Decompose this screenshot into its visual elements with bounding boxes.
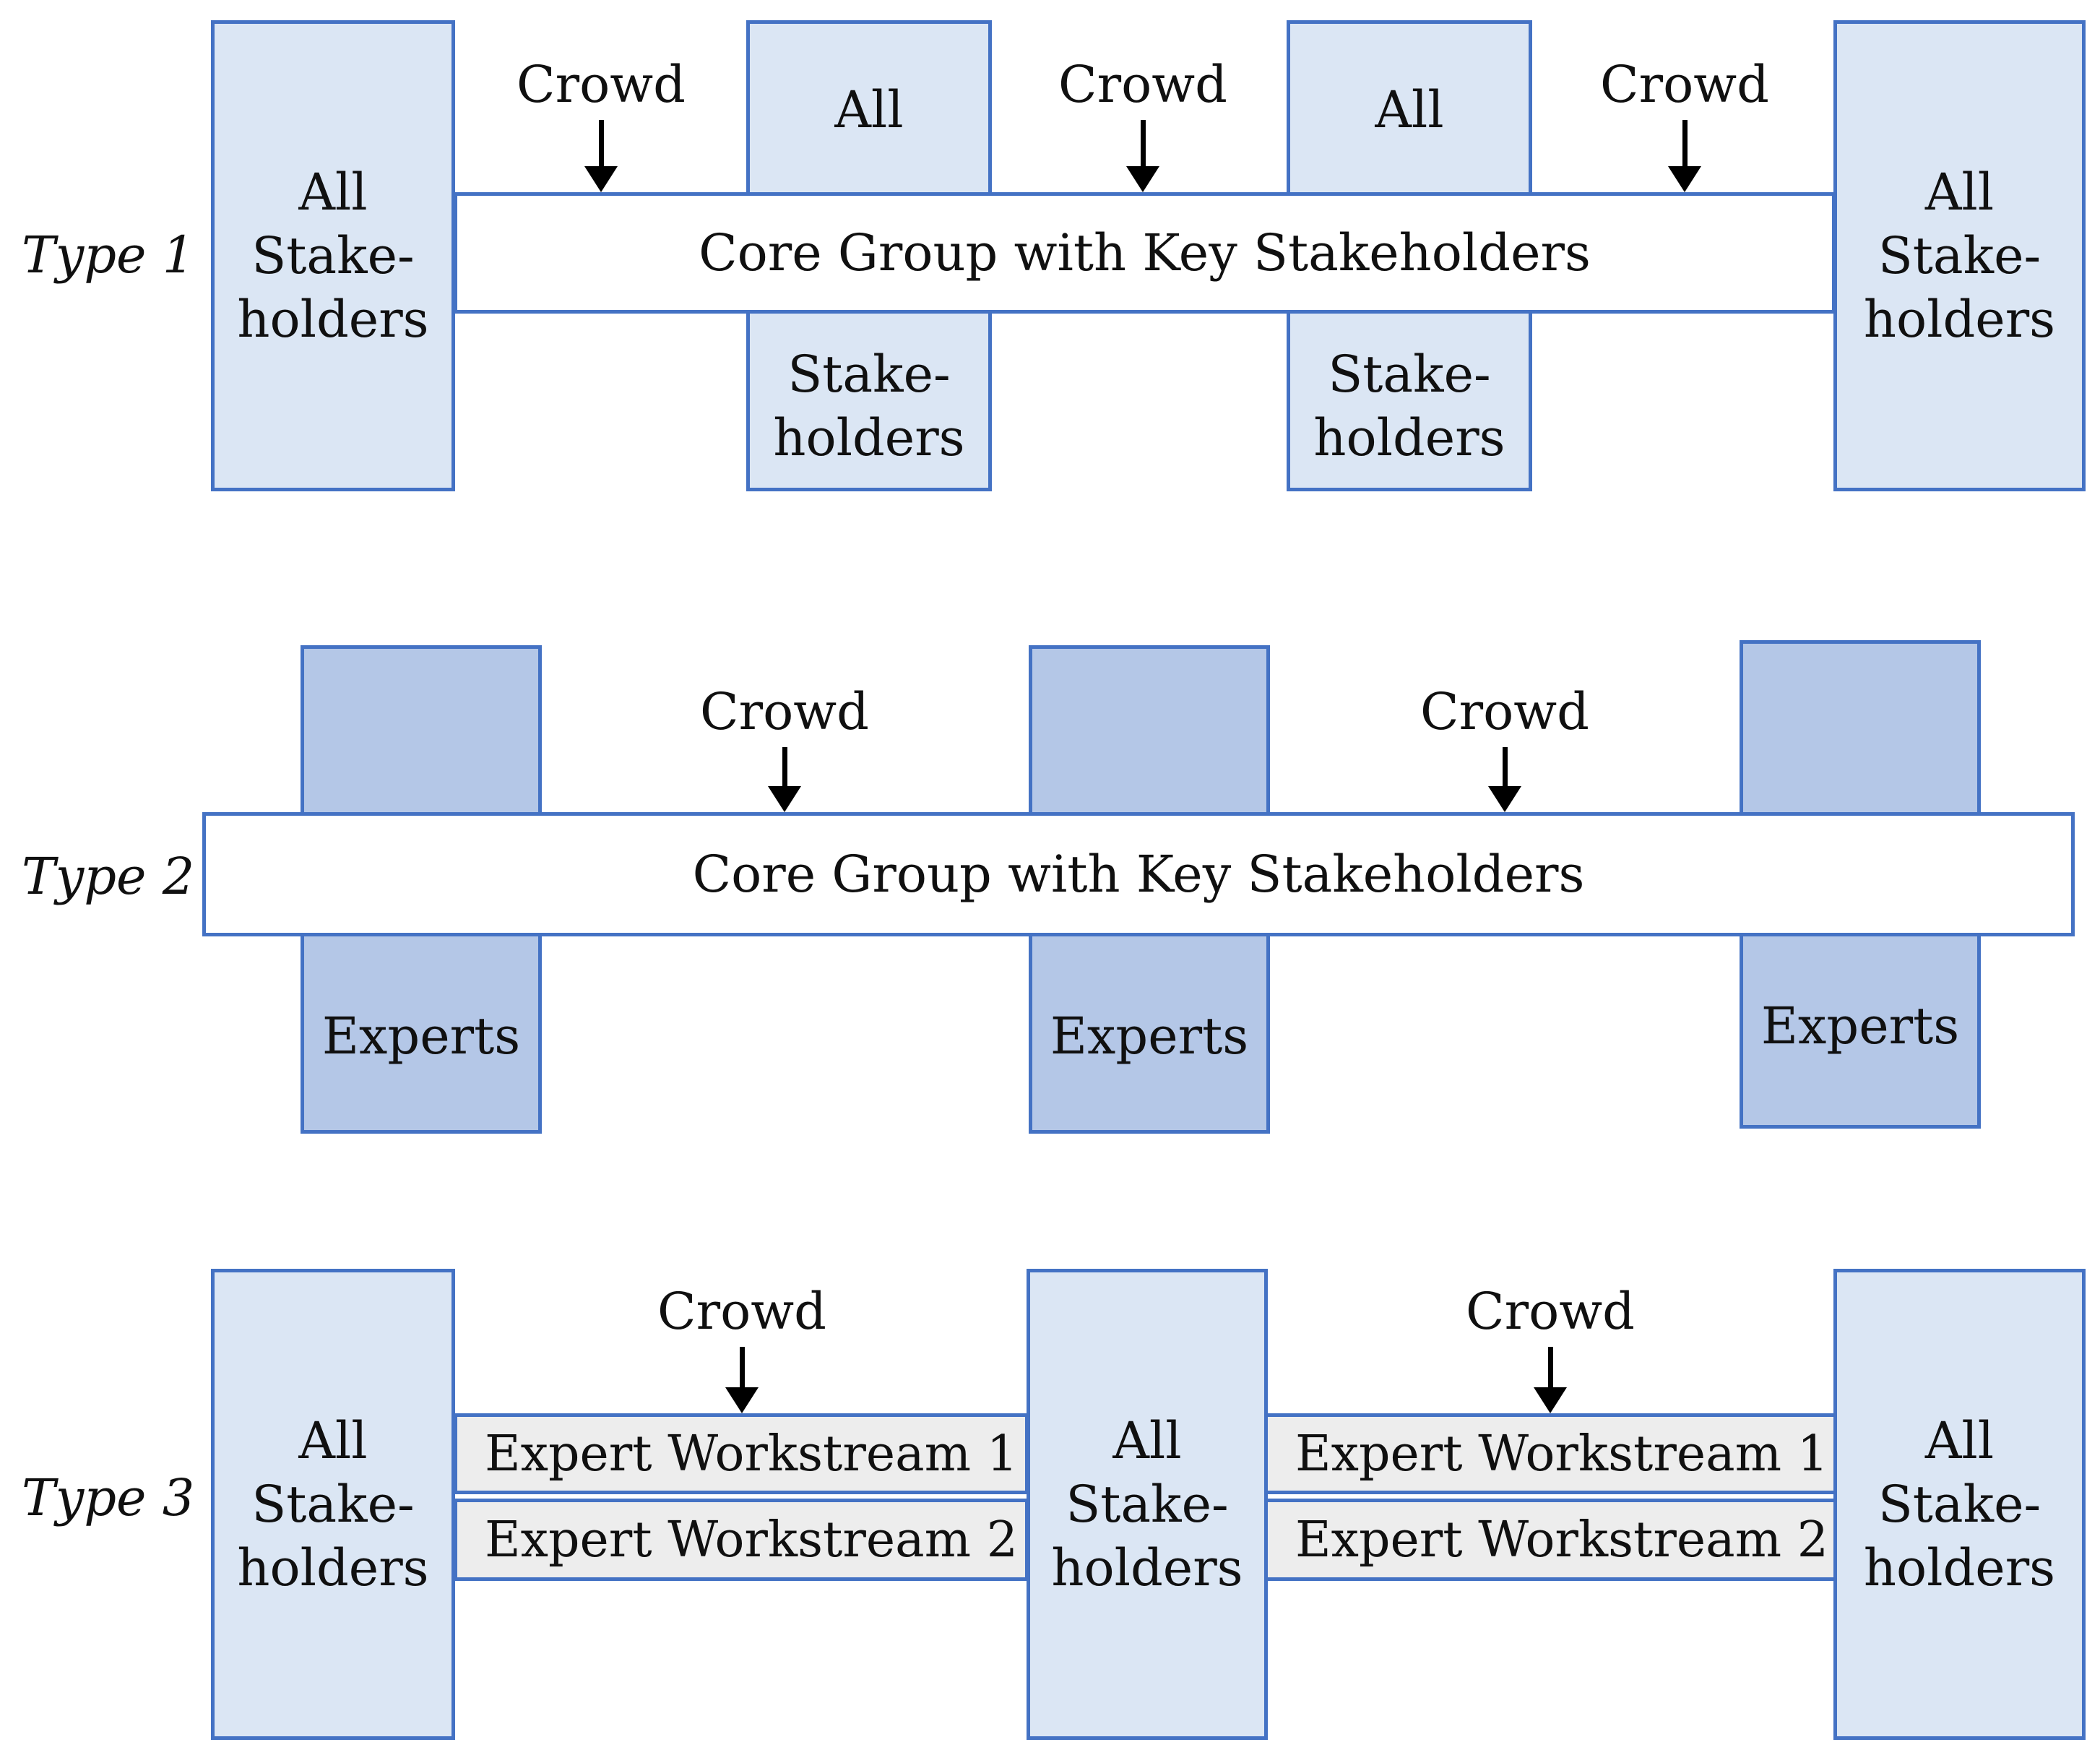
box-label: All Stake- holders xyxy=(215,24,451,488)
type2-core-group-bar: Core Group with Key Stakeholders xyxy=(202,812,2075,936)
down-arrow-icon xyxy=(698,747,871,812)
box-lower-segment: Experts xyxy=(1743,930,1977,1122)
crowd-annotation: Crowd xyxy=(1464,1280,1637,1413)
box-lower-segment: Stake- holders xyxy=(1290,317,1529,495)
crowd-annotation: Crowd xyxy=(514,53,688,192)
down-arrow-icon xyxy=(1056,120,1230,192)
down-arrow-icon xyxy=(655,1347,829,1413)
expert-workstream-2-bar-right: Expert Workstream 2 xyxy=(1264,1499,1837,1581)
box-label-line: All xyxy=(298,163,368,222)
expert-workstream-1-bar-right: Expert Workstream 1 xyxy=(1264,1413,1837,1494)
box-label-line: holders xyxy=(237,1538,429,1598)
crowd-label: Crowd xyxy=(700,682,869,741)
type3-left-all-stakeholders-box: All Stake- holders xyxy=(211,1269,455,1740)
type3-right-all-stakeholders-box: All Stake- holders xyxy=(1833,1269,2086,1740)
box-label: All Stake- holders xyxy=(1837,1272,2082,1736)
crowd-annotation: Crowd xyxy=(1598,53,1771,192)
down-arrow-icon xyxy=(514,120,688,192)
down-arrow-icon xyxy=(1418,747,1591,812)
box-label-line: holders xyxy=(1863,1538,2056,1598)
box-label-line: holders xyxy=(1051,1538,1243,1598)
type3-label: Type 3 xyxy=(22,1468,195,1527)
box-label-line: Stake- xyxy=(251,1475,415,1534)
box-label: All Stake- holders xyxy=(215,1272,451,1736)
crowd-label: Crowd xyxy=(1466,1282,1635,1341)
type3-mid-all-stakeholders-box: All Stake- holders xyxy=(1027,1269,1268,1740)
box-label-line: Stake- xyxy=(1878,226,2041,285)
type1-core-group-bar: Core Group with Key Stakeholders xyxy=(454,192,1836,314)
box-upper-segment: All xyxy=(750,24,988,196)
box-upper-segment: All xyxy=(1290,24,1529,196)
box-label-line: All xyxy=(298,1411,368,1470)
box-label-line: All xyxy=(834,80,904,139)
box-lower-segment: Stake- holders xyxy=(750,317,988,495)
box-label-line: holders xyxy=(773,408,965,467)
box-label-line: Experts xyxy=(1760,996,1960,1056)
crowd-label: Crowd xyxy=(1420,682,1589,741)
box-label-line: All xyxy=(1924,1411,1995,1470)
crowd-annotation: Crowd xyxy=(1418,681,1591,812)
crowd-label: Crowd xyxy=(1058,55,1227,114)
box-label-line: Stake- xyxy=(1328,345,1491,404)
box-label-line: holders xyxy=(1863,290,2056,349)
down-arrow-icon xyxy=(1464,1347,1637,1413)
crowd-annotation: Crowd xyxy=(1056,53,1230,192)
type1-left-all-stakeholders-box: All Stake- holders xyxy=(211,20,455,491)
box-label-line: Stake- xyxy=(251,226,415,285)
crowd-label: Crowd xyxy=(517,55,686,114)
expert-workstream-2-bar-left: Expert Workstream 2 xyxy=(454,1499,1029,1581)
expert-workstream-1-bar-left: Expert Workstream 1 xyxy=(454,1413,1029,1494)
crowd-label: Crowd xyxy=(657,1282,826,1341)
type2-label: Type 2 xyxy=(22,847,195,906)
box-label-line: holders xyxy=(1313,408,1505,467)
box-label: All Stake- holders xyxy=(1837,24,2082,488)
type1-label: Type 1 xyxy=(22,225,195,285)
box-label-line: Stake- xyxy=(787,345,951,404)
box-label-line: All xyxy=(1924,163,1995,222)
crowd-annotation: Crowd xyxy=(655,1280,829,1413)
box-label-line: Experts xyxy=(321,1007,521,1066)
box-lower-segment: Experts xyxy=(304,940,538,1132)
down-arrow-icon xyxy=(1598,120,1771,192)
type1-right-all-stakeholders-box: All Stake- holders xyxy=(1833,20,2086,491)
box-label: All Stake- holders xyxy=(1030,1272,1264,1736)
box-label-line: Experts xyxy=(1050,1007,1249,1066)
box-label-line: All xyxy=(1112,1411,1182,1470)
crowd-label: Crowd xyxy=(1600,55,1769,114)
crowd-annotation: Crowd xyxy=(698,681,871,812)
box-label-line: holders xyxy=(237,290,429,349)
box-lower-segment: Experts xyxy=(1032,940,1266,1132)
box-label-line: All xyxy=(1375,80,1444,139)
box-label-line: Stake- xyxy=(1066,1475,1229,1534)
box-label-line: Stake- xyxy=(1878,1475,2041,1534)
